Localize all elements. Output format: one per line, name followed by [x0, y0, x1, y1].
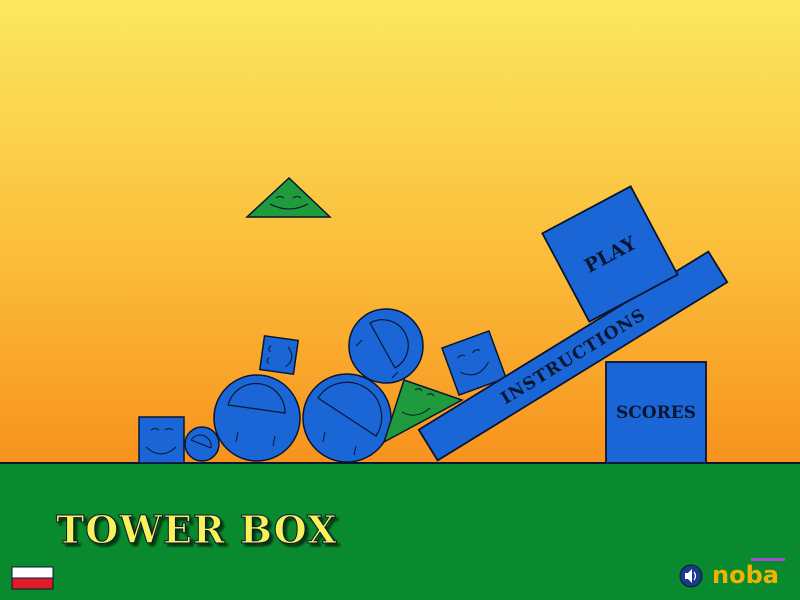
smiley-circle-block: [302, 373, 392, 463]
smiley-square-block: [440, 329, 508, 397]
smiley-small-circle-block: [184, 426, 220, 462]
scores-button[interactable]: SCORES: [605, 361, 707, 464]
play-button[interactable]: PLAY: [541, 185, 679, 323]
poland-flag-icon[interactable]: [11, 566, 54, 590]
smiley-square-block: [138, 416, 185, 464]
logo-text: noba: [712, 561, 779, 589]
game-title: TOWER BOX: [56, 507, 338, 552]
scores-label: SCORES: [616, 403, 696, 423]
smiley-triangle-block: [382, 379, 464, 444]
ground: [0, 463, 800, 600]
falling-triangle-block: [245, 176, 332, 218]
speaker-icon[interactable]: [679, 564, 703, 588]
noba-logo: noba: [712, 558, 785, 589]
smiley-circle-block: [213, 374, 301, 462]
smiley-square-block: [258, 334, 300, 376]
smiley-circle-block: [348, 308, 424, 384]
